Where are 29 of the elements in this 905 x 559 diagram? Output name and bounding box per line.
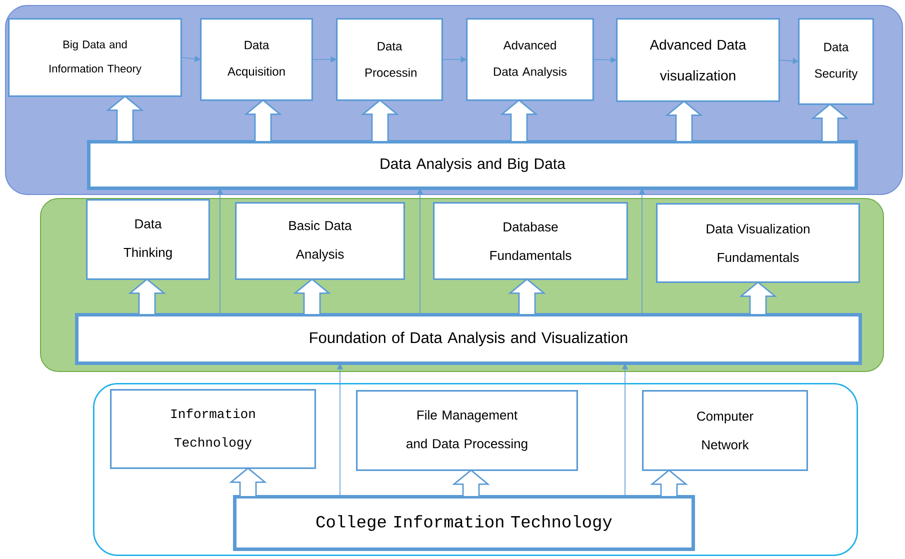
block-arrow	[361, 99, 399, 142]
course-box: Advanced Data visualization	[616, 18, 780, 102]
course-box: Database Fundamentals	[433, 202, 628, 280]
block-arrow	[128, 278, 166, 316]
block-arrow	[244, 99, 282, 142]
course-box: Data Acquisition	[200, 18, 313, 101]
course-box: Data Security	[798, 18, 874, 105]
block-arrow	[508, 278, 546, 316]
block-arrow	[739, 281, 777, 316]
block-arrow	[811, 103, 849, 142]
block-arrow	[665, 100, 703, 142]
course-box: Data Thinking	[86, 198, 210, 280]
course-box: Data Processin	[336, 18, 443, 101]
course-box: Foundation of Data Analysis and Visualization	[75, 313, 862, 365]
course-box: Data Visualization Fundamentals	[656, 202, 860, 283]
course-box: Big Data and Information Theory	[8, 18, 182, 97]
block-arrow	[500, 99, 538, 142]
course-box: File Management and Data Processing	[356, 390, 578, 471]
course-box: Advanced Data Analysis	[466, 18, 594, 101]
course-box: Information Technology	[110, 388, 316, 469]
block-arrow	[293, 278, 331, 316]
course-box: Computer Network	[642, 390, 808, 471]
block-arrow	[650, 469, 688, 498]
block-arrow	[452, 469, 490, 498]
course-box: College Information Technology	[233, 494, 695, 551]
block-arrow	[229, 467, 267, 498]
course-box: Basic Data Analysis	[235, 202, 405, 280]
course-box: Data Analysis and Big Data	[87, 140, 858, 190]
block-arrow	[106, 95, 144, 142]
